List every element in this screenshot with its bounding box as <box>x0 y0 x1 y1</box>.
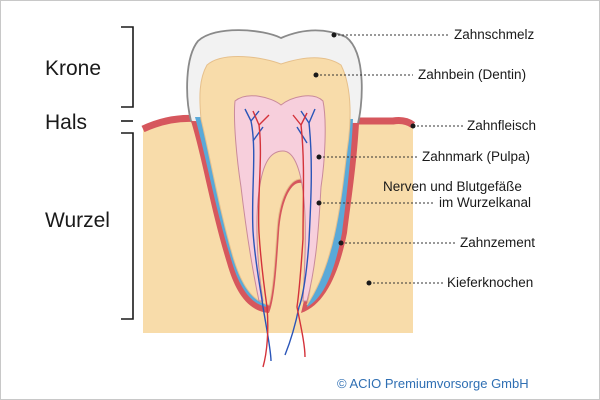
section-label-root: Wurzel <box>45 209 110 232</box>
label-pulp: Zahnmark (Pulpa) <box>422 149 530 164</box>
copyright-notice: © ACIO Premiumvorsorge GmbH <box>337 376 529 391</box>
leader-enamel <box>331 32 449 38</box>
leader-gum <box>410 123 463 129</box>
label-cementum: Zahnzement <box>460 235 535 250</box>
label-nerves-line2: im Wurzelkanal <box>439 195 531 210</box>
crown-bracket <box>121 26 134 108</box>
leader-cementum <box>338 240 455 246</box>
label-jawbone: Kieferknochen <box>447 275 533 290</box>
section-label-crown: Krone <box>45 57 101 80</box>
blood-vessel-lines <box>252 110 308 368</box>
root-bracket <box>121 132 134 320</box>
leader-nerves <box>316 200 435 206</box>
section-label-neck: Hals <box>45 111 87 134</box>
leader-dentin <box>313 72 413 78</box>
label-dentin: Zahnbein (Dentin) <box>418 67 526 82</box>
label-gum: Zahnfleisch <box>467 118 536 133</box>
label-enamel: Zahnschmelz <box>454 27 535 42</box>
label-nerves-line1: Nerven und Blutgefäße <box>383 179 522 194</box>
leader-pulp <box>316 154 417 160</box>
leader-jawbone <box>366 280 443 286</box>
